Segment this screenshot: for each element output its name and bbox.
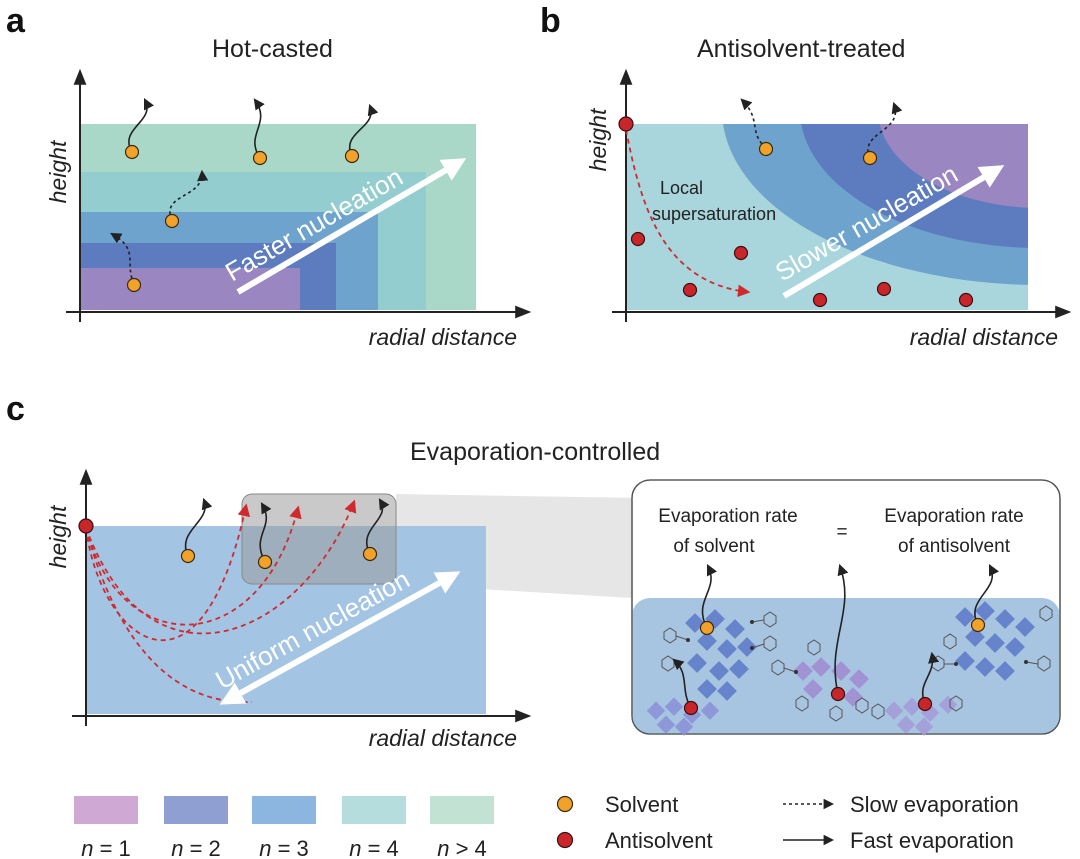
- x-axis-label-a: radial distance: [369, 324, 517, 350]
- inset-equals: =: [836, 522, 847, 543]
- panel-c: c Evaporation-controlled height radial d…: [6, 390, 1061, 751]
- organic-spacer-molecules: [661, 605, 1053, 722]
- fast-evaporation-path: [253, 98, 265, 159]
- slow-evaporation-path: [169, 169, 209, 221]
- inset-left-line-2: of solvent: [673, 536, 755, 557]
- perovskite-cluster-right: [955, 601, 1035, 681]
- fast-evaporation-path: [184, 497, 213, 557]
- y-axis-label-a: height: [45, 139, 71, 203]
- nucleation-arrow-c: [219, 571, 461, 705]
- annotation-line-1: Local: [660, 178, 703, 198]
- legend-antisolvent-label: Antisolvent: [605, 828, 713, 853]
- antisolvent-particle: [830, 686, 846, 702]
- legend-swatch-5: [430, 796, 494, 824]
- panel-b: b Antisolvent-treated height radial dist…: [540, 2, 1072, 350]
- solvent-particle: [758, 141, 774, 157]
- fast-evaporation-path: [974, 563, 1000, 626]
- legend-swatch-label-2: n = 2: [171, 836, 221, 859]
- solvent-particle: [124, 144, 140, 160]
- fast-evaporation-path: [701, 563, 718, 629]
- antisolvent-particle: [876, 281, 892, 297]
- slow-evaporation-path: [740, 98, 767, 149]
- inset-right-line-1: Evaporation rate: [884, 506, 1023, 527]
- panel-c-title: Evaporation-controlled: [410, 438, 660, 466]
- legend-swatch-4: [342, 796, 406, 824]
- fast-evaporation-path: [128, 97, 155, 153]
- antisolvent-particle: [958, 292, 974, 308]
- inset-right-line-2: of antisolvent: [898, 536, 1011, 557]
- legend-swatch-1: [74, 796, 138, 824]
- solvent-particle: [970, 617, 986, 633]
- antisolvent-particle: [917, 696, 933, 712]
- legend-fast-label: Fast evaporation: [850, 828, 1014, 853]
- fast-evaporation-path: [366, 498, 390, 555]
- nucleation-arrow-b: [782, 165, 1005, 299]
- y-axis-label-b: height: [585, 107, 611, 171]
- antisolvent-particle: [78, 518, 94, 534]
- panel-a: a Hot-casted height radial distance Fast…: [6, 2, 532, 350]
- legend: n = 1 n = 2 n = 3 n = 4 n > 4 Solvent Antiso…: [74, 792, 1019, 859]
- perovskite-cluster-left: [685, 609, 757, 701]
- solvent-particle: [862, 150, 878, 166]
- inset-left-line-1: Evaporation rate: [658, 506, 797, 527]
- legend-swatch-label-3: n = 3: [259, 836, 309, 859]
- solvent-particle: [180, 548, 196, 564]
- legend-swatch-label-4: n = 4: [349, 836, 399, 859]
- antisolvent-diffusion-path: [625, 129, 751, 298]
- panel-label-c: c: [6, 390, 25, 428]
- panel-label-b: b: [540, 2, 561, 40]
- legend-swatch-3: [252, 796, 316, 824]
- solvent-particle: [362, 546, 378, 562]
- legend-slow-label: Slow evaporation: [850, 792, 1019, 817]
- slow-evaporation-path: [867, 101, 903, 159]
- x-axis-label-c: radial distance: [369, 725, 517, 751]
- antisolvent-particle: [812, 292, 828, 308]
- solvent-particle: [126, 277, 142, 293]
- antisolvent-particle: [682, 282, 698, 298]
- legend-swatch-2: [164, 796, 228, 824]
- solvent-particle: [344, 148, 360, 164]
- solvent-particle: [699, 620, 715, 636]
- antisolvent-trajectory: [85, 527, 253, 703]
- antisolvent-trajectory: [85, 505, 302, 626]
- antisolvent-particle: [618, 116, 634, 132]
- legend-solvent-marker: [556, 795, 574, 813]
- y-axis-label-c: height: [45, 504, 71, 568]
- panel-label-a: a: [6, 2, 26, 40]
- legend-solvent-label: Solvent: [605, 792, 678, 817]
- legend-antisolvent-marker: [556, 831, 574, 849]
- panel-b-title: Antisolvent-treated: [697, 35, 905, 63]
- antisolvent-particle: [630, 231, 646, 247]
- zoom-highlight-box: [241, 493, 397, 585]
- slow-evaporation-path: [110, 232, 135, 285]
- nucleation-arrow-a: [236, 158, 467, 295]
- antisolvent-particle: [683, 700, 699, 716]
- fast-evaporation-path: [259, 502, 272, 563]
- annotation-line-2: supersaturation: [652, 204, 776, 224]
- legend-swatch-label-1: n = 1: [81, 836, 131, 859]
- evaporation-inset: Evaporation rate of solvent = Evaporatio…: [631, 479, 1061, 736]
- legend-swatch-label-5: n > 4: [437, 836, 487, 859]
- solvent-particle: [252, 150, 268, 166]
- panel-a-title: Hot-casted: [212, 35, 333, 63]
- phase-legend: n = 1 n = 2 n = 3 n = 4 n > 4: [74, 796, 494, 859]
- antisolvent-particle: [733, 245, 749, 261]
- solvent-particle: [164, 213, 180, 229]
- solvent-particle: [257, 554, 273, 570]
- perovskite-cluster-bottom-left: [646, 697, 720, 736]
- fast-evaporation-path: [834, 563, 849, 695]
- x-axis-label-b: radial distance: [910, 324, 1058, 350]
